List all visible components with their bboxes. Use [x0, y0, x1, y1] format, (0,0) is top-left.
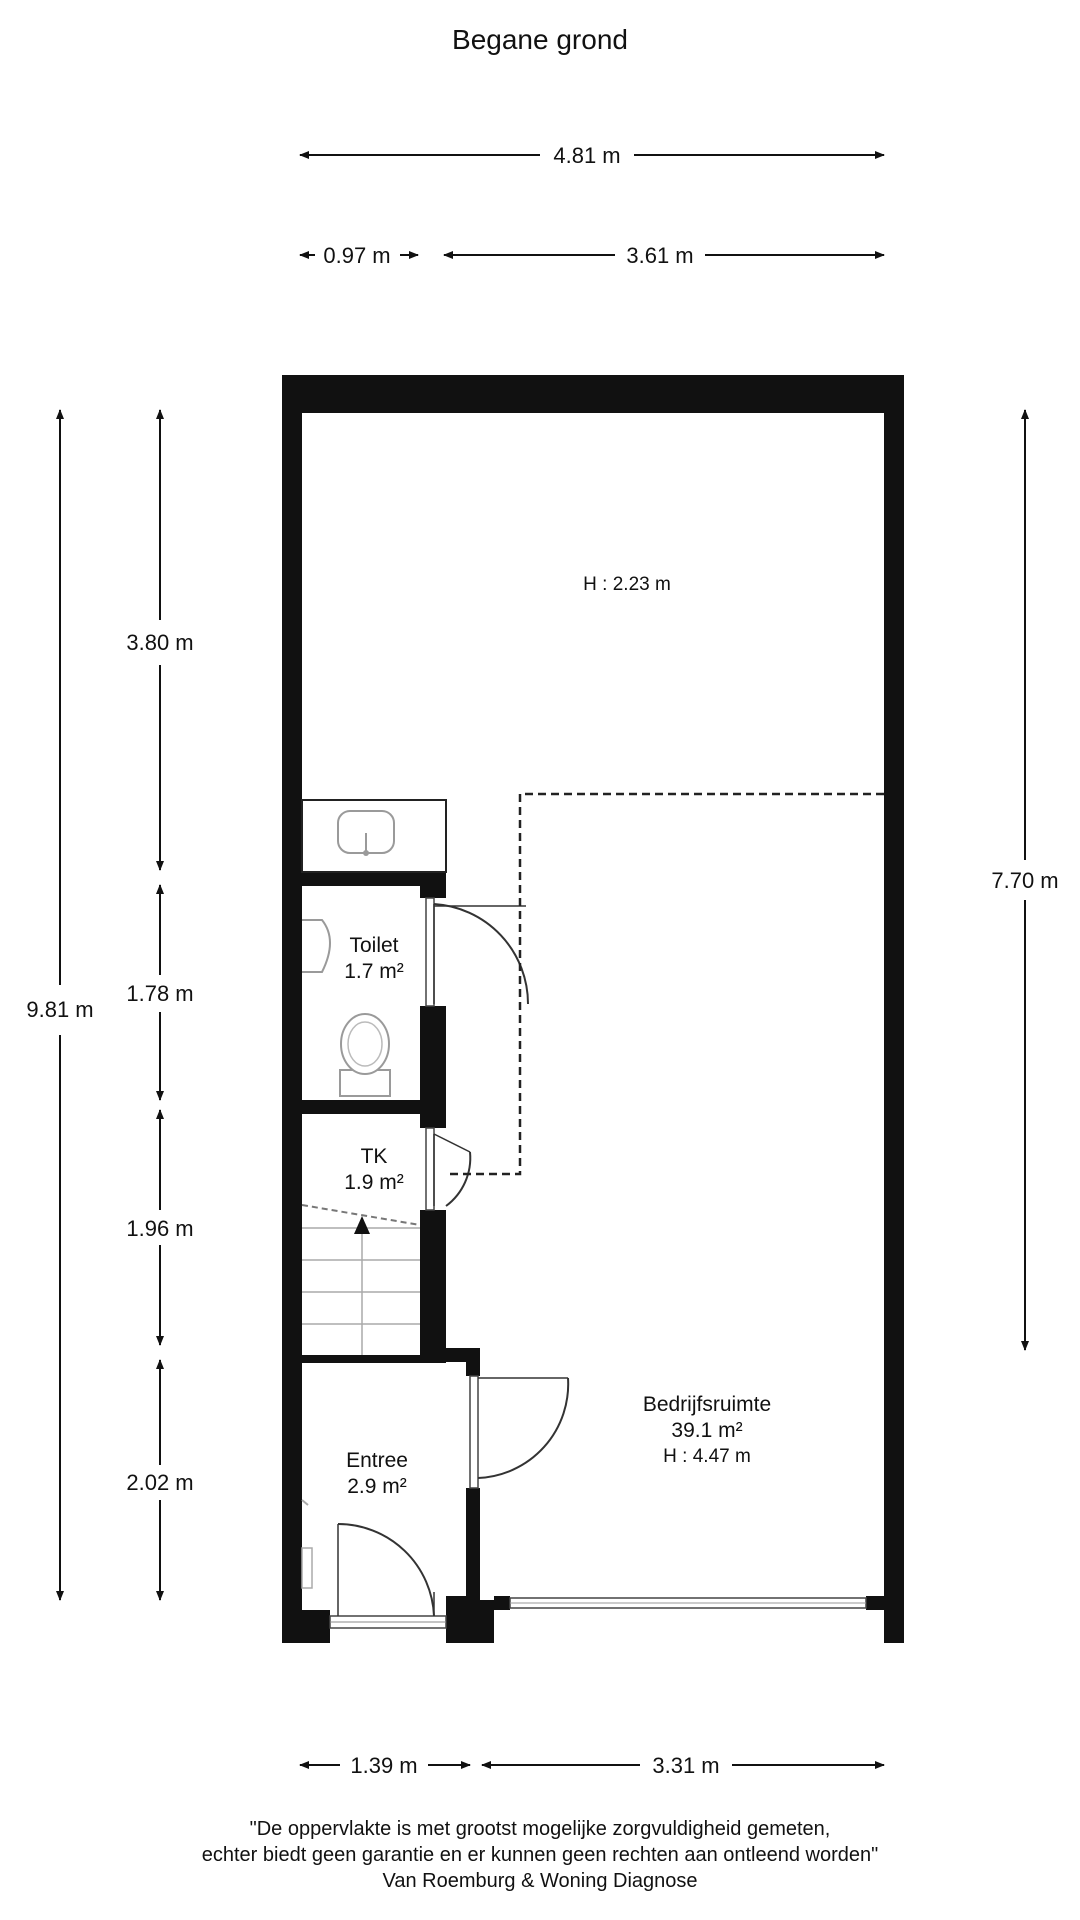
page-title: Begane grond — [452, 24, 628, 55]
room-name-toilet: Toilet — [349, 934, 398, 957]
meter-icon — [301, 1547, 313, 1589]
walls — [282, 375, 904, 1643]
room-area-entree: 2.9 m² — [347, 1475, 407, 1498]
dimension-label: 3.31 m — [652, 1753, 719, 1778]
front-door[interactable] — [329, 1522, 447, 1629]
dimension-label: 2.02 m — [126, 1470, 193, 1495]
disclaimer-line: echter biedt geen garantie en er kunnen … — [201, 1844, 879, 1866]
upper-height-label: H : 2.23 m — [583, 574, 671, 595]
entree-shop-door[interactable] — [469, 1375, 570, 1489]
basin-icon — [302, 919, 331, 973]
dimension-label: 7.70 m — [991, 868, 1058, 893]
tk-door[interactable] — [425, 1127, 472, 1211]
dimension-left-seg4: 2.02 m — [126, 1359, 194, 1601]
room-name-bedrijfsruimte: Bedrijfsruimte — [643, 1393, 771, 1416]
dimension-label: 9.81 m — [26, 997, 93, 1022]
dimension-label: 3.61 m — [626, 243, 693, 268]
dimension-label: 1.39 m — [350, 1753, 417, 1778]
shop-window — [509, 1597, 867, 1609]
disclaimer: "De oppervlakte is met grootst mogelijke… — [0, 1816, 1080, 1894]
entree-room: Entree 2.9 m² — [301, 1449, 408, 1589]
dimension-top-total: 4.81 m — [299, 143, 885, 168]
toilet-door[interactable] — [425, 897, 530, 1007]
dimension-left-seg2: 1.78 m — [126, 884, 194, 1101]
dimension-left-seg1: 3.80 m — [126, 409, 194, 871]
room-name-tk: TK — [361, 1145, 388, 1168]
mezzanine-outline — [446, 792, 884, 1176]
dimension-label: 1.78 m — [126, 981, 193, 1006]
dimension-label: 1.96 m — [126, 1216, 193, 1241]
dimension-top-right: 3.61 m — [443, 243, 885, 268]
disclaimer-line: "De oppervlakte is met grootst mogelijke… — [249, 1818, 831, 1840]
dimension-label: 4.81 m — [553, 143, 620, 168]
dimension-right: 7.70 m — [991, 409, 1059, 1351]
sink-cabinet — [301, 799, 447, 873]
room-area-tk: 1.9 m² — [344, 1171, 404, 1194]
stair-direction-icon — [354, 1216, 370, 1234]
dimension-top-left: 0.97 m — [299, 243, 419, 268]
dimension-left-seg3: 1.96 m — [126, 1109, 194, 1346]
dimension-label: 0.97 m — [323, 243, 390, 268]
room-height-bedrijfsruimte: H : 4.47 m — [663, 1446, 751, 1467]
staircase: TK 1.9 m² — [301, 1145, 421, 1355]
disclaimer-company: Van Roemburg & Woning Diagnose — [382, 1870, 698, 1892]
room-area-bedrijfsruimte: 39.1 m² — [671, 1419, 742, 1442]
toilet-room: Toilet 1.7 m² — [302, 919, 404, 1097]
dimension-bottom-left: 1.39 m — [299, 1753, 471, 1778]
dimension-bottom-right: 3.31 m — [481, 1753, 885, 1778]
dimension-label: 3.80 m — [126, 630, 193, 655]
dimension-left-total: 9.81 m — [26, 409, 94, 1601]
room-name-entree: Entree — [346, 1449, 408, 1472]
room-area-toilet: 1.7 m² — [344, 960, 404, 983]
